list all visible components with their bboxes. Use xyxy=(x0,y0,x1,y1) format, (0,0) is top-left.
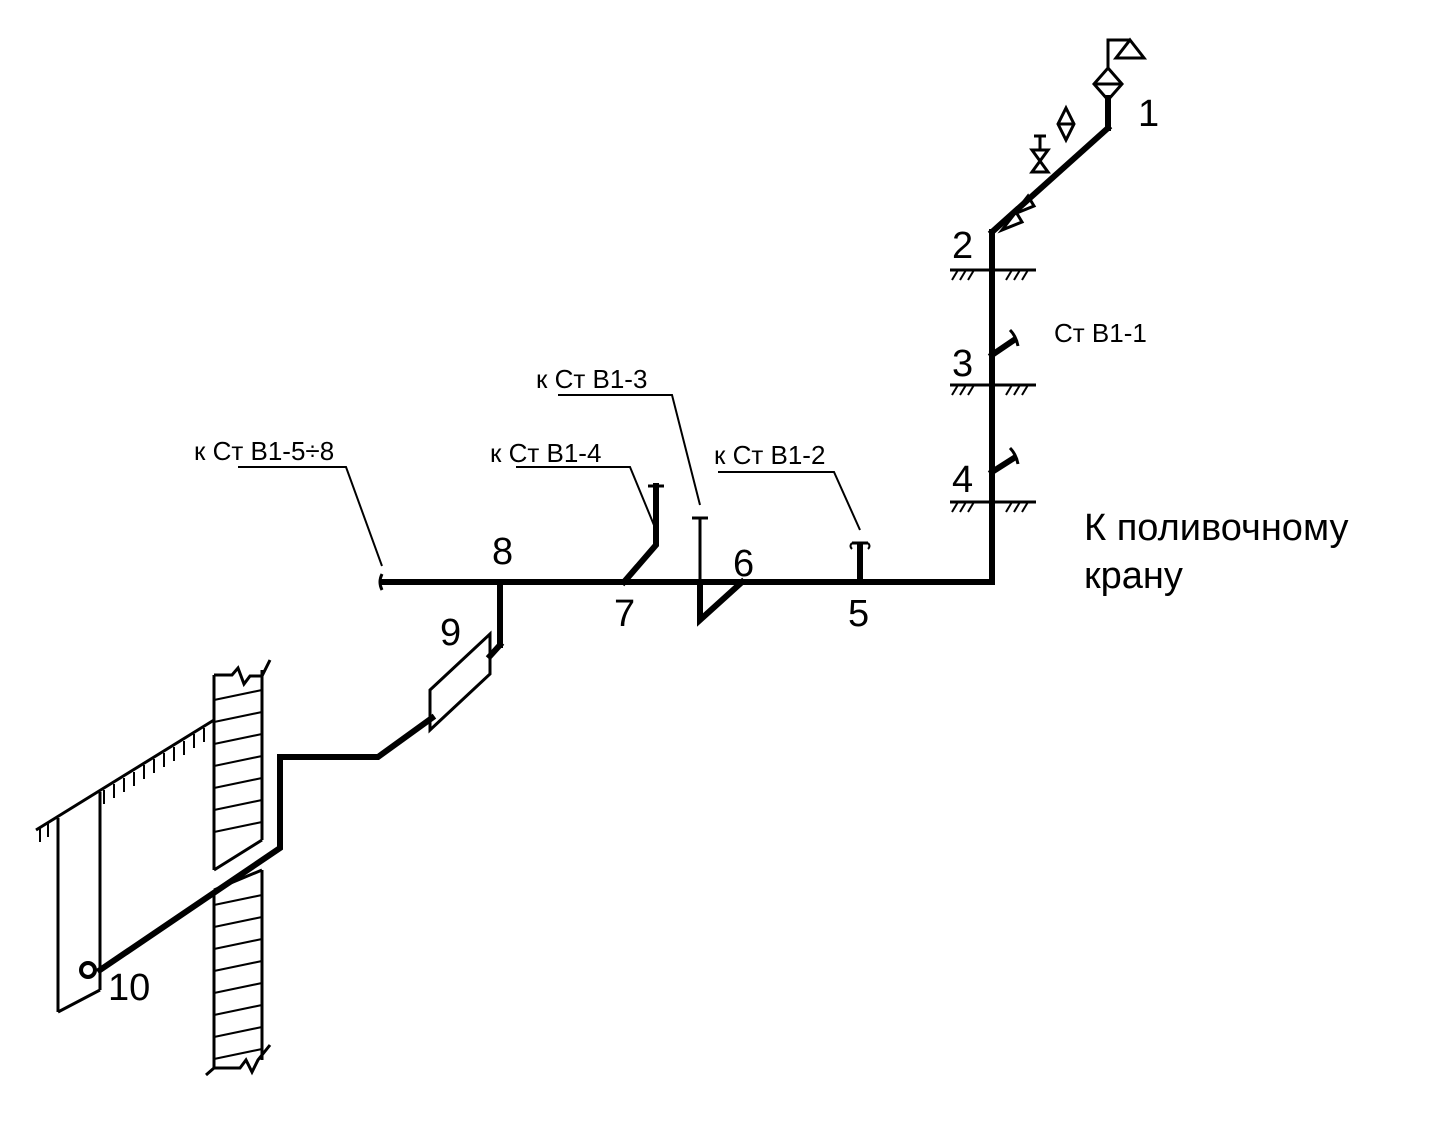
cap-b1-5-8 xyxy=(378,573,384,591)
upper-diagonal-pipe xyxy=(987,123,1113,237)
outlet-floor-2 xyxy=(991,224,1001,234)
label-to-b1-5-8: к Ст В1-5÷8 xyxy=(194,436,334,466)
node-label-7: 7 xyxy=(614,593,635,635)
floor-mark-2 xyxy=(950,268,1036,281)
gate-valve-icon xyxy=(1029,148,1051,174)
floor-mark-4 xyxy=(950,500,1036,513)
floor-mark-3 xyxy=(950,383,1036,396)
meter-upper-connector xyxy=(485,640,505,661)
foundation-wall xyxy=(205,659,272,1077)
ground-hatching xyxy=(39,728,205,842)
valves-upper xyxy=(997,37,1148,234)
label-riser-b1-1: Ст В1-1 xyxy=(1054,318,1147,348)
inlet-pipe xyxy=(95,713,437,975)
outlet-floor-3 xyxy=(987,335,1019,360)
node-label-3: 3 xyxy=(952,343,973,385)
node1-riser-top xyxy=(1106,38,1130,68)
node-label-1: 1 xyxy=(1138,93,1159,135)
label-to-b1-2: к Ст В1-2 xyxy=(714,440,825,470)
node-label-10: 10 xyxy=(108,967,150,1009)
outlet-floor-4 xyxy=(987,453,1019,477)
node10-circle-icon xyxy=(79,961,97,979)
label-to-b1-3: к Ст В1-3 xyxy=(536,364,647,394)
node-label-2: 2 xyxy=(952,225,973,267)
check-valve-icon xyxy=(997,193,1037,234)
branch-b1-4 xyxy=(619,483,659,587)
wall-hatching xyxy=(213,689,263,1060)
diamond-valve-icon xyxy=(1056,104,1076,144)
node1-diamond-icon xyxy=(1092,65,1124,103)
end-caps xyxy=(378,484,871,591)
water-meter-icon xyxy=(428,630,492,734)
riser-labels: Ст В1-1 к Ст В1-2 к Ст В1-3 к Ст В1-4 к … xyxy=(194,318,1349,597)
label-watering-line2: крану xyxy=(1084,555,1183,597)
label-to-b1-4: к Ст В1-4 xyxy=(490,438,601,468)
node-label-8: 8 xyxy=(492,531,513,573)
node-label-5: 5 xyxy=(848,593,869,635)
node-label-9: 9 xyxy=(440,612,461,654)
floor-marks xyxy=(950,268,1036,513)
water-meter xyxy=(428,630,492,734)
node-label-4: 4 xyxy=(952,459,973,501)
node6-diagonal-loop xyxy=(697,577,747,627)
node-labels: 1 2 3 4 5 6 7 8 9 10 xyxy=(108,93,1159,1009)
inlet-well xyxy=(35,718,215,1014)
leader-lines xyxy=(238,394,861,567)
label-watering-line1: К поливочному xyxy=(1084,507,1349,549)
node-label-6: 6 xyxy=(733,543,754,585)
riser-outlets xyxy=(987,224,1020,477)
terminal-triangle-icon xyxy=(1112,37,1148,60)
